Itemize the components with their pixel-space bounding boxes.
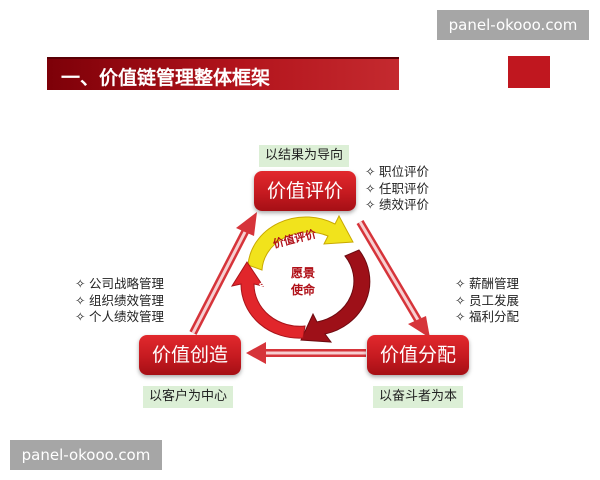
- bullet-item: ✧任职评价: [365, 180, 430, 196]
- arrow-distribute-to-create: [246, 342, 366, 364]
- watermark-top-right: panel-okooo.com: [437, 10, 589, 40]
- sparkle-icon: ✧: [75, 309, 86, 324]
- sparkle-icon: ✧: [365, 197, 376, 212]
- center-cycle: 价值评价 价值分配 价值创造 愿景 使命: [230, 214, 371, 343]
- sparkle-icon: ✧: [455, 292, 466, 308]
- decorative-red-square: [508, 56, 550, 88]
- bullets-creation: ✧公司战略管理 ✧组织绩效管理 ✧个人绩效管理: [75, 276, 164, 326]
- cycle-arrow-create: [230, 261, 306, 339]
- sparkle-icon: ✧: [455, 276, 466, 291]
- sparkle-icon: ✧: [75, 276, 86, 291]
- node-value-evaluation: 价值评价: [254, 171, 356, 211]
- bullet-item: ✧薪酬管理: [455, 276, 520, 291]
- page-title: 一、价值链管理整体框架: [61, 67, 271, 89]
- bullet-item: ✧公司战略管理: [75, 276, 165, 291]
- title-bar: 一、价值链管理整体框架: [47, 57, 399, 90]
- node-value-distribution: 价值分配: [367, 335, 469, 375]
- arrow-create-to-evaluate: [189, 212, 257, 335]
- sparkle-icon: ✧: [455, 309, 466, 324]
- tag-striver-oriented: 以奋斗者为本: [373, 386, 463, 408]
- center-label-vision: 愿景: [291, 266, 315, 280]
- bullet-item: ✧职位评价: [365, 164, 430, 179]
- node-value-creation: 价值创造: [139, 335, 241, 375]
- bullets-evaluation: ✧职位评价 ✧任职评价 ✧绩效评价: [365, 164, 429, 214]
- sparkle-icon: ✧: [365, 180, 376, 196]
- sparkle-icon: ✧: [75, 292, 86, 308]
- bullet-item: ✧员工发展: [455, 292, 520, 308]
- bullet-item: ✧组织绩效管理: [75, 292, 165, 308]
- center-label-mission: 使命: [290, 282, 316, 297]
- bullet-item: ✧福利分配: [455, 309, 520, 324]
- cycle-arrow-distribute: [300, 249, 371, 343]
- sparkle-icon: ✧: [365, 164, 376, 179]
- watermark-bottom-left: panel-okooo.com: [10, 440, 162, 470]
- bullets-distribution: ✧薪酬管理 ✧员工发展 ✧福利分配: [455, 276, 519, 326]
- cycle-arrow-evaluate: [247, 214, 354, 271]
- bullet-item: ✧绩效评价: [365, 197, 430, 212]
- bullet-item: ✧个人绩效管理: [75, 309, 165, 324]
- arrow-evaluate-to-distribute: [356, 219, 430, 338]
- tag-customer-centric: 以客户为中心: [143, 386, 233, 408]
- tag-results-oriented: 以结果为导向: [259, 145, 349, 167]
